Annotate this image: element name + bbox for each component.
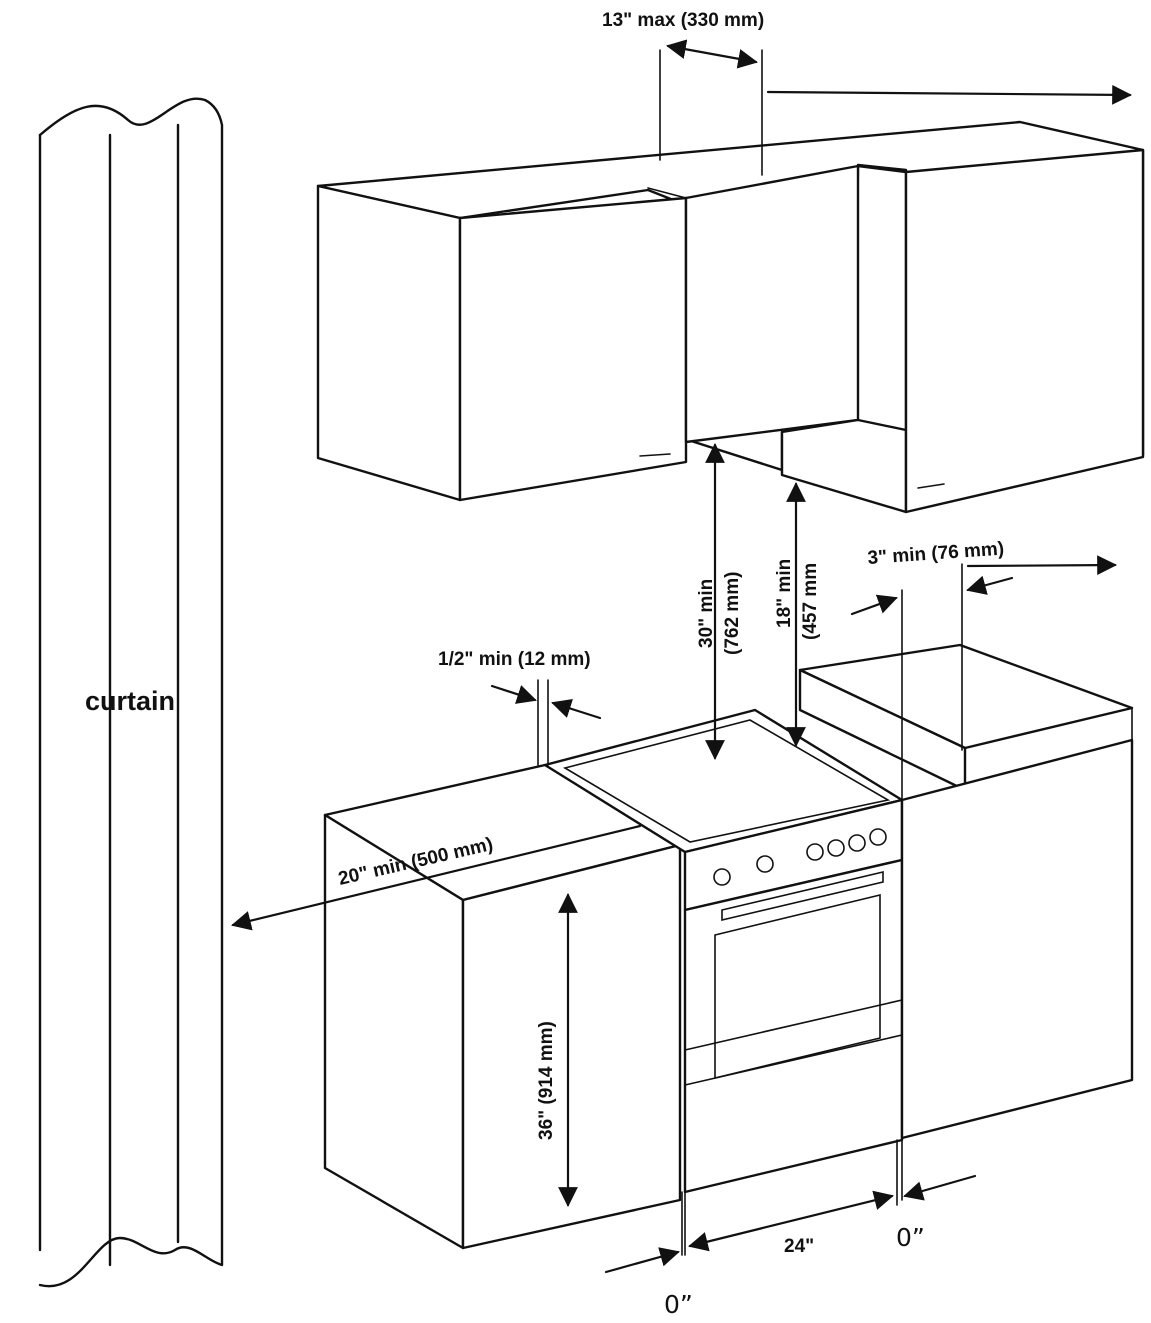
cabinet-clearance-label: 18" min (774, 559, 795, 628)
curtain (38, 97, 224, 1288)
side-clearance-label: 3" min (76 mm) (867, 538, 1005, 568)
hood-clearance-label: 30" min (696, 579, 717, 648)
cabinet-clearance-metric-label: (457 mm (800, 563, 821, 640)
zero-clearance-left-label: 0” (664, 1290, 693, 1319)
half-inch-clearance-label: 1/2" min (12 mm) (438, 649, 591, 670)
curtain-label: curtain (85, 686, 175, 716)
dimension-lines (231, 39, 1132, 1274)
range-width-label: 24" (784, 1236, 814, 1257)
upper-cabinets (316, 120, 1145, 514)
counter-height-label: 36" (914 mm) (536, 1021, 557, 1140)
hood-clearance-metric-label: (762 mm) (722, 572, 743, 655)
upper-gap-label: 13" max (330 mm) (602, 10, 764, 31)
range (543, 708, 904, 1194)
right-counter (798, 643, 1134, 1140)
base-cabinet (323, 763, 682, 1250)
zero-clearance-right-label: 0” (896, 1223, 925, 1252)
